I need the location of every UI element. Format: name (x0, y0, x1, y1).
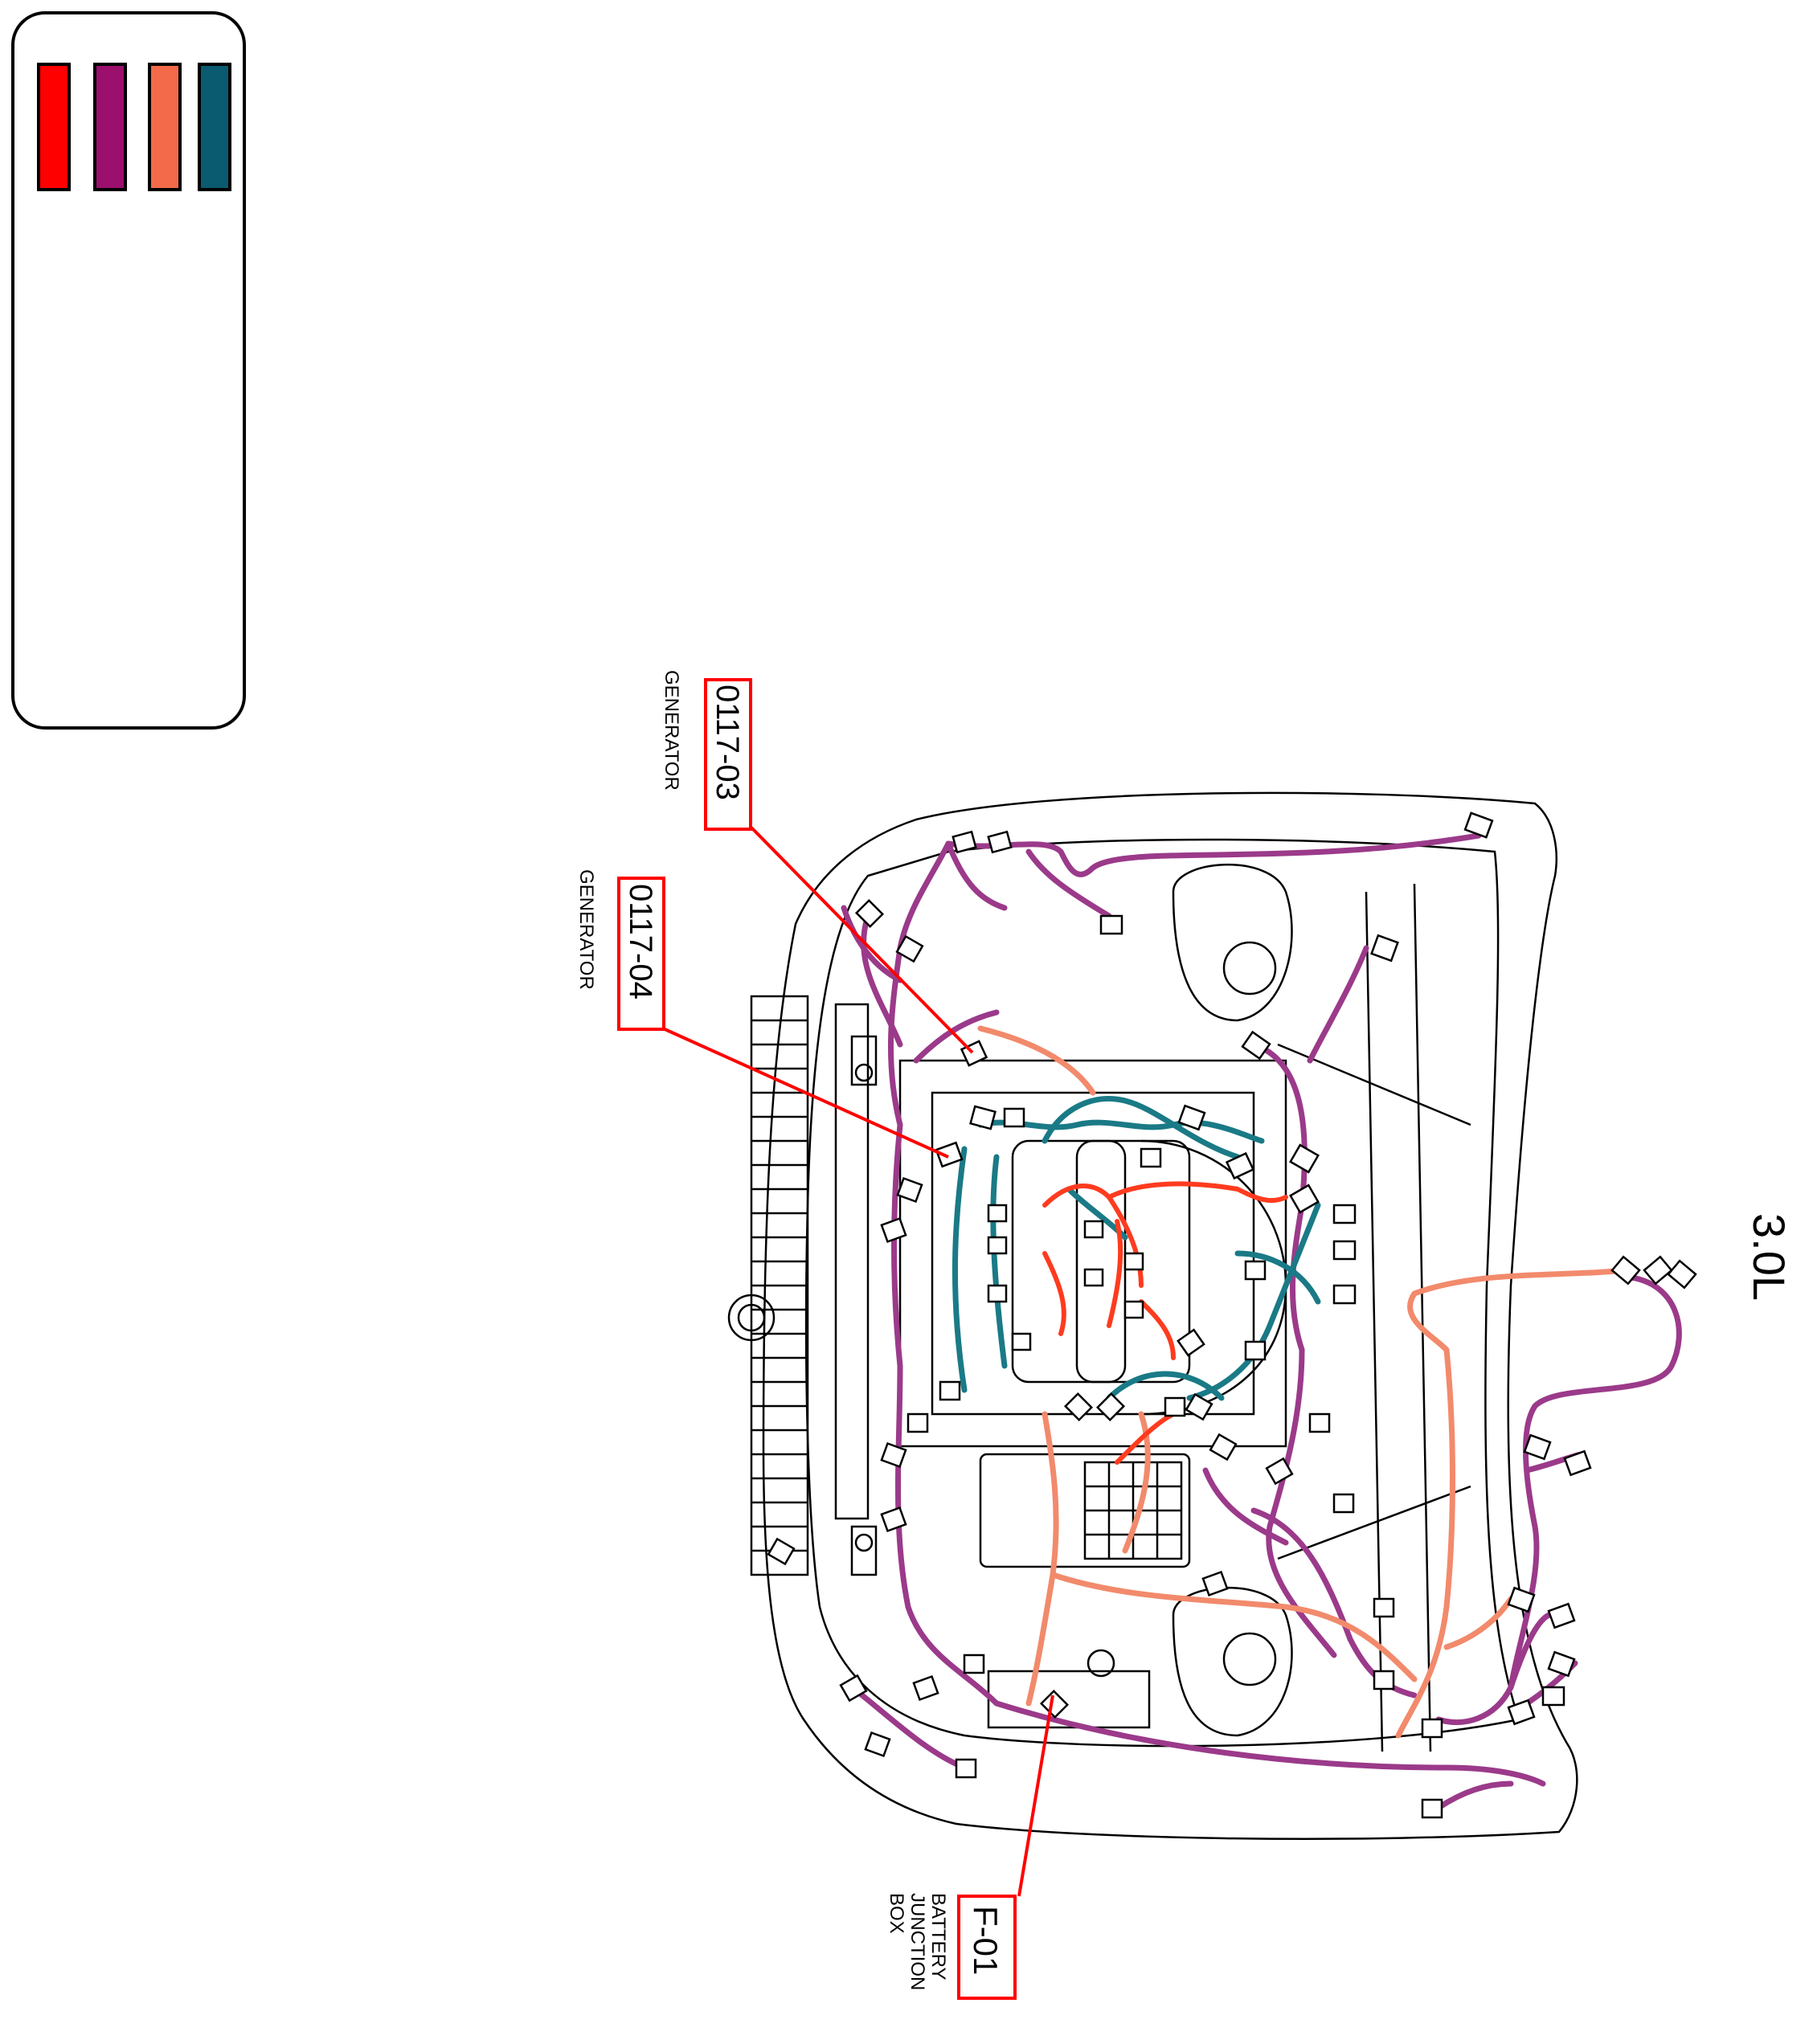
callout-label: GENERATOR (575, 869, 597, 990)
callout-box (957, 1895, 1017, 2000)
callout-F-01[interactable]: F-01 BATTERY JUNCTION BOX (886, 1893, 1017, 2000)
connector (939, 1380, 961, 1401)
connector (1507, 1586, 1536, 1613)
connector (963, 1654, 985, 1674)
connector (1225, 1151, 1255, 1180)
engine-bay-outline (727, 791, 1578, 1840)
connector (880, 1216, 907, 1244)
connector (1201, 1570, 1229, 1597)
connector (1177, 1104, 1206, 1131)
connector (895, 934, 924, 963)
connectors (767, 811, 1697, 1819)
callout-lines (662, 826, 1054, 1897)
connector (1373, 1670, 1395, 1690)
connector (1667, 1259, 1697, 1290)
legend-swatch-salmon (148, 63, 182, 191)
connector (1541, 1686, 1565, 1707)
connector (1370, 934, 1399, 963)
connector (1039, 1689, 1070, 1719)
connector (987, 830, 1013, 854)
callout-line-0117-03 (750, 826, 974, 1054)
callout-0117-04[interactable]: 0117-04 GENERATOR (575, 869, 665, 1031)
legend-swatch-teal (198, 63, 231, 191)
connector (1332, 1204, 1357, 1224)
connector (1140, 1147, 1162, 1168)
callout-label-line-1: BATTERY (927, 1893, 949, 1980)
connector (987, 1284, 1008, 1303)
connector (839, 1674, 868, 1703)
connector (1289, 1183, 1320, 1214)
connector (1244, 1260, 1267, 1281)
legend (11, 11, 246, 730)
connector (1373, 1597, 1395, 1618)
callout-line-F-01 (1017, 1694, 1054, 1897)
callout-label-line-2: JUNCTION (906, 1893, 928, 1990)
connector (864, 1731, 891, 1758)
connector (1265, 1457, 1294, 1486)
connector (1123, 1252, 1144, 1271)
legend-swatch-red (37, 63, 71, 191)
callout-id: 0117-03 (710, 685, 745, 800)
connector (1063, 1392, 1094, 1422)
connector (1164, 1396, 1186, 1417)
connector (1095, 1392, 1126, 1422)
connector (767, 1537, 796, 1566)
engine-label: 3.0L (1744, 1213, 1795, 1301)
connector (969, 1105, 997, 1130)
connector (1507, 1699, 1536, 1726)
callout-box (704, 678, 752, 831)
connector (1244, 1340, 1267, 1361)
connector (1332, 1284, 1357, 1305)
connector (1421, 1718, 1443, 1739)
connector (987, 1204, 1008, 1223)
connector (1177, 1328, 1205, 1357)
connector (1308, 1412, 1331, 1433)
connector (1185, 1392, 1213, 1421)
harness-red (1042, 1181, 1288, 1465)
connector (952, 830, 977, 854)
callout-0117-03[interactable]: 0117-03 GENERATOR (661, 670, 752, 831)
connector (955, 1758, 977, 1779)
connector (1083, 1220, 1104, 1239)
harness-teal (952, 1095, 1321, 1401)
connector (1003, 1107, 1025, 1128)
connector (1011, 1332, 1032, 1351)
connector (912, 1674, 939, 1702)
connector (1563, 1449, 1592, 1477)
connector (1332, 1240, 1357, 1261)
callout-id: 0117-04 (623, 884, 658, 1000)
connector (896, 1176, 923, 1204)
callout-line-0117-04 (662, 1027, 949, 1159)
callout-label-line-3: BOX (886, 1893, 907, 1934)
connector (880, 1441, 907, 1469)
connector (1610, 1255, 1641, 1286)
connector (1289, 1143, 1320, 1174)
callout-box (617, 877, 665, 1031)
connector (1547, 1602, 1576, 1629)
callout-id: F-01 (967, 1906, 1005, 1975)
connector (1209, 1433, 1238, 1461)
connector (906, 1412, 929, 1433)
legend-box (11, 11, 246, 730)
connector (935, 1141, 964, 1168)
connector (1241, 1030, 1271, 1061)
connector (1421, 1798, 1443, 1819)
connector (1643, 1255, 1673, 1286)
connector (1523, 1433, 1552, 1461)
connector (1463, 811, 1494, 839)
harness-salmon (977, 1025, 1635, 1739)
connector (1547, 1650, 1576, 1678)
connector (1332, 1493, 1355, 1514)
connector (1123, 1300, 1144, 1319)
connector (880, 1506, 907, 1533)
connector (1099, 914, 1123, 935)
connector (987, 1236, 1008, 1255)
legend-swatch-purple (93, 63, 127, 191)
connector (1083, 1268, 1104, 1287)
connector (854, 898, 885, 929)
callout-label: GENERATOR (661, 670, 682, 791)
